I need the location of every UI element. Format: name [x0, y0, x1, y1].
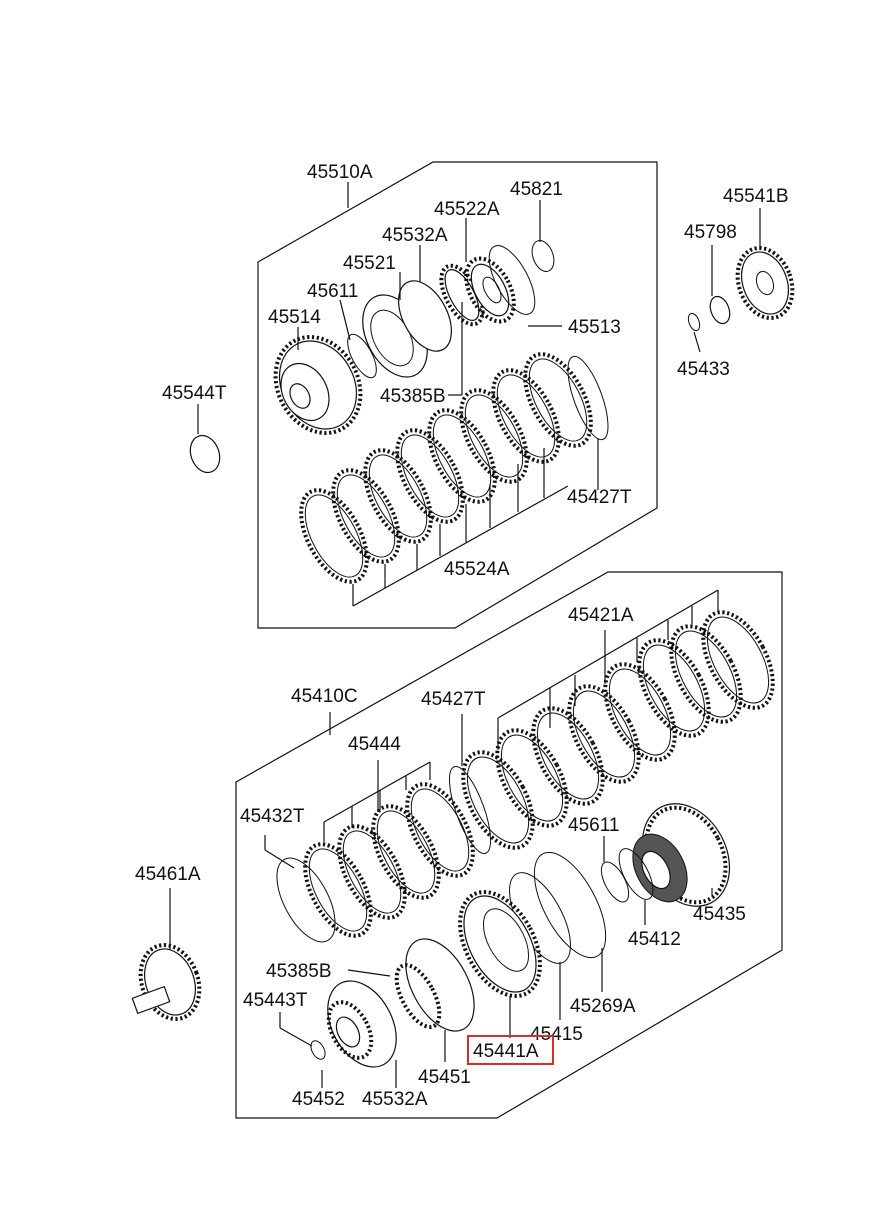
part-45513-clutch-hub[interactable] — [456, 251, 523, 330]
callout-45541B: 45541B — [723, 186, 789, 207]
part-45532A-upper[interactable] — [388, 272, 463, 360]
callout-45443T: 45443T — [243, 990, 308, 1011]
callout-45461A: 45461A — [135, 864, 201, 885]
callout-45451: 45451 — [418, 1067, 471, 1088]
callout-45513: 45513 — [568, 317, 621, 338]
callout-45544T: 45544T — [162, 383, 227, 404]
group-outline-lower — [235, 571, 783, 1119]
part-45544T-thrust-washer[interactable] — [185, 431, 224, 476]
group-outline-upper — [257, 161, 658, 629]
part-45611-ring-lower[interactable] — [596, 858, 634, 906]
part-45541B-gear[interactable] — [728, 240, 801, 325]
callout-45521: 45521 — [343, 253, 396, 274]
callout-45510A: 45510A — [307, 162, 373, 183]
callout-45427T-lower: 45427T — [421, 689, 486, 710]
part-45433-snap-ring[interactable] — [686, 312, 702, 332]
callout-45421A: 45421A — [568, 605, 634, 626]
part-45421A-clutch-plates[interactable] — [449, 601, 787, 859]
part-45798-washer[interactable] — [707, 294, 733, 326]
callout-45410C: 45410C — [291, 686, 358, 707]
callout-45532A-upper: 45532A — [382, 225, 448, 246]
callout-45522A: 45522A — [434, 199, 500, 220]
part-45514-gear-drum[interactable] — [259, 322, 377, 448]
part-45269A-ring[interactable] — [520, 842, 620, 969]
callout-45532A-lower: 45532A — [362, 1089, 428, 1110]
callout-45452: 45452 — [292, 1089, 345, 1110]
callout-45433: 45433 — [677, 359, 730, 380]
callout-45385B-lower: 45385B — [266, 961, 332, 982]
part-45452-45532A-piston[interactable] — [314, 969, 410, 1078]
leaders-lower — [169, 589, 719, 1088]
part-45451-spring-retainer[interactable] — [388, 928, 488, 1043]
callout-45514: 45514 — [268, 307, 321, 328]
part-45427T-snap-ring-upper[interactable] — [560, 352, 616, 444]
callout-45444: 45444 — [348, 734, 401, 755]
part-45461A-gear[interactable] — [131, 937, 210, 1028]
callout-45435: 45435 — [693, 904, 746, 925]
callout-45611-upper: 45611 — [307, 281, 358, 302]
callout-45441A[interactable]: 45441A — [473, 1041, 539, 1062]
callout-45415: 45415 — [530, 1024, 583, 1045]
part-45443T-snap-ring[interactable] — [308, 1038, 328, 1061]
callout-45524A: 45524A — [444, 559, 510, 580]
part-45524A-clutch-plates[interactable] — [288, 344, 605, 593]
part-45432T-snap-ring[interactable] — [265, 849, 347, 951]
callout-45385B-upper: 45385B — [380, 386, 446, 407]
callout-45821: 45821 — [510, 179, 563, 200]
part-45513-snap-ring[interactable] — [480, 239, 544, 321]
callout-45269A: 45269A — [570, 996, 636, 1017]
callout-45412: 45412 — [628, 929, 681, 950]
leaders-upper — [297, 182, 599, 607]
callout-45432T: 45432T — [240, 806, 305, 827]
part-45444-plates[interactable] — [292, 774, 487, 947]
part-45427T-snap-ring-lower[interactable] — [441, 762, 499, 858]
callout-45611-lower: 45611 — [568, 815, 619, 836]
leader-45433 — [693, 331, 701, 353]
part-45821-ring[interactable] — [528, 238, 558, 275]
callout-45798: 45798 — [684, 222, 737, 243]
callout-45427T-upper: 45427T — [567, 487, 632, 508]
part-45435-drum[interactable] — [622, 789, 747, 922]
part-45441A-clutch-hub[interactable] — [444, 879, 557, 1010]
highlight-box-45441A — [467, 1035, 554, 1065]
